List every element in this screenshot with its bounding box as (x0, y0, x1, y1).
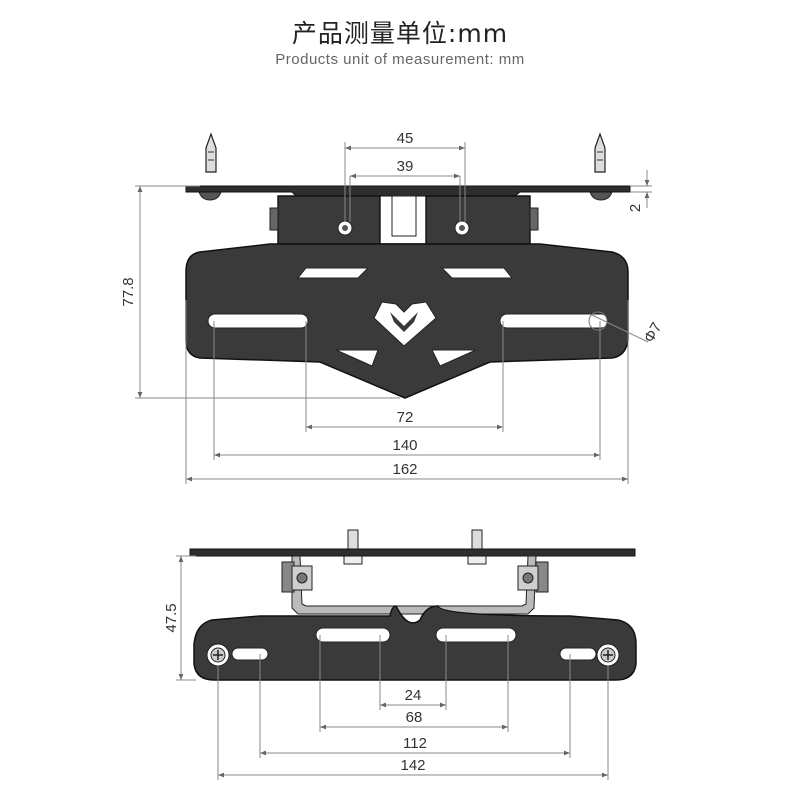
page-subtitle: Products unit of measurement: mm (275, 51, 525, 68)
page-title: 产品测量单位:mm (291, 19, 509, 48)
top-view (185, 132, 649, 399)
bottom-view-dimensions: 47.5 24 68 112 142 (163, 555, 609, 780)
dim-45: 45 (397, 130, 414, 147)
dim-68: 68 (406, 709, 423, 726)
dim-112: 112 (403, 735, 427, 752)
bottom-view (189, 529, 637, 681)
screw-right (596, 643, 620, 667)
slot-left (207, 313, 309, 329)
bottom-main-plate (193, 605, 637, 681)
screw-left (206, 643, 230, 667)
top-mounting-plate (185, 185, 631, 197)
bottom-top-plate (189, 548, 636, 557)
top-view-dimensions: 45 39 2 77.8 Φ7 72 140 162 (120, 130, 666, 484)
dim-phi-7: Φ7 (641, 320, 666, 346)
nut-right (517, 561, 549, 593)
dim-77-8: 77.8 (120, 277, 137, 306)
dim-39: 39 (397, 158, 414, 175)
nut-left (281, 561, 313, 593)
dim-24: 24 (405, 687, 422, 704)
dim-142: 142 (400, 757, 425, 774)
dim-47-5: 47.5 (163, 603, 180, 632)
logo-emblem (373, 301, 437, 347)
slot-right (499, 313, 609, 329)
dim-162: 162 (392, 461, 417, 478)
dim-2: 2 (627, 204, 644, 212)
dim-140: 140 (392, 437, 417, 454)
dim-72: 72 (397, 409, 414, 426)
